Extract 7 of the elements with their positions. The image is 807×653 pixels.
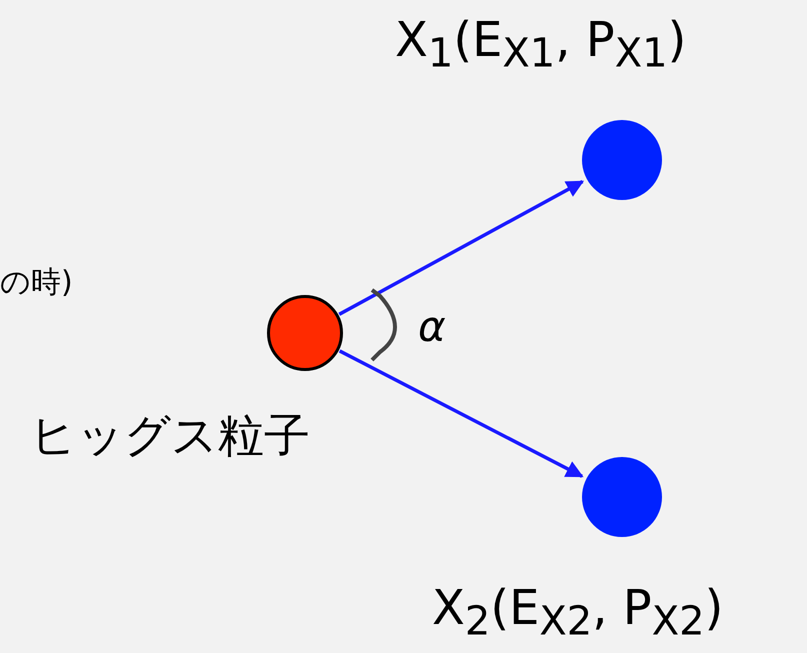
particle-label: ヒッグス粒子 — [30, 407, 310, 464]
particle-label: X$_{1}$(E$_{X1}$, P$_{X1}$) — [395, 12, 686, 77]
angle-label: α — [418, 302, 446, 351]
note-text: の時) — [0, 264, 73, 302]
particle-label: X$_{2}$(E$_{X2}$, P$_{X2}$) — [432, 580, 724, 645]
arrow — [338, 349, 584, 478]
arrow — [338, 180, 584, 316]
